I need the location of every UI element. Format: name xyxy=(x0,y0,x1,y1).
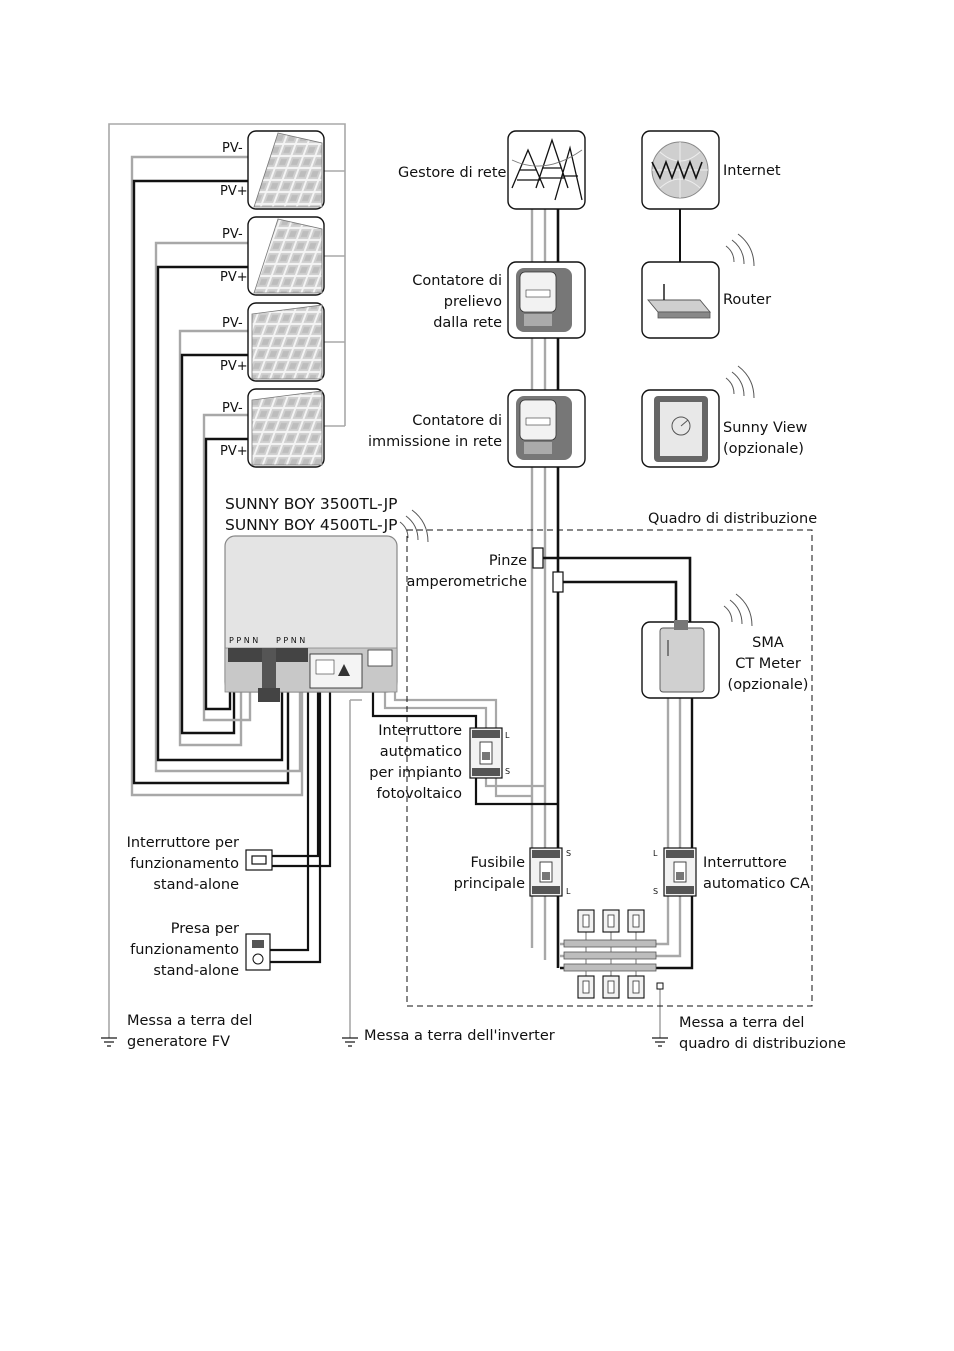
feedin-meter-label-1: Contatore di xyxy=(412,413,502,429)
internet-globe-icon xyxy=(641,130,720,210)
main-fuse-label-1: Fusibile xyxy=(470,855,525,871)
router-icon xyxy=(641,233,755,339)
ct-meter-label-3: (opzionale) xyxy=(728,677,809,693)
ground-pv-label-1: Messa a terra del xyxy=(127,1013,252,1029)
ground-board-label-1: Messa a terra del xyxy=(679,1015,804,1031)
inverter-ac-wires xyxy=(270,668,661,1038)
internet-label: Internet xyxy=(723,163,781,179)
pv-breaker-label-1: Interruttore xyxy=(378,723,462,739)
main-fuse-l-mark: L xyxy=(566,887,571,896)
standalone-socket-icon xyxy=(245,933,271,971)
standalone-switch-icon xyxy=(245,849,273,871)
grid-operator-label: Gestore di rete xyxy=(398,165,507,181)
ground-inverter-label: Messa a terra dell'inverter xyxy=(364,1028,555,1044)
ground-icon-board xyxy=(652,1037,668,1047)
pv-minus-label: PV- xyxy=(222,227,243,242)
ac-breaker-label-1: Interruttore xyxy=(703,855,787,871)
ac-breaker-icon xyxy=(663,847,697,897)
pv-plus-label: PV+ xyxy=(220,444,248,459)
distribution-board-label: Quadro di distribuzione xyxy=(648,511,817,527)
pv-plus-label: PV+ xyxy=(220,359,248,374)
pv-module-2: PV- PV+ xyxy=(220,216,325,296)
main-fuse-label-2: principale xyxy=(454,876,526,892)
pv-breaker-icon xyxy=(469,727,503,779)
pv-module-4: PV- PV+ xyxy=(220,388,325,468)
pv-breaker-l-mark: L xyxy=(505,731,510,740)
ground-icon-pv xyxy=(101,1037,117,1047)
current-clamps-label-2: amperometriche xyxy=(407,574,528,590)
sunny-view-label-1: Sunny View xyxy=(723,420,808,436)
standalone-socket-label-2: funzionamento xyxy=(130,942,239,958)
pv-minus-label: PV- xyxy=(222,316,243,331)
purchase-meter-icon xyxy=(507,261,586,339)
pv-breaker-label-2: automatico xyxy=(380,744,462,760)
standalone-switch-label-1: Interruttore per xyxy=(127,835,239,851)
purchase-meter-label-2: prelievo xyxy=(444,294,502,310)
inverter-wireless-icon xyxy=(399,509,429,543)
dc-terminal-label-2: P P N N xyxy=(276,636,305,645)
ct-meter-label-1: SMA xyxy=(752,635,784,651)
distribution-board-outline xyxy=(406,529,813,1007)
ground-board-label-2: quadro di distribuzione xyxy=(679,1036,846,1052)
pv-breaker-label-3: per impianto xyxy=(369,765,462,781)
ac-breaker-l-mark: L xyxy=(653,849,658,858)
ct-meter-label-2: CT Meter xyxy=(735,656,801,672)
inverter-model-label-1: SUNNY BOY 3500TL-JP xyxy=(225,495,398,513)
standalone-switch-label-3: stand-alone xyxy=(153,877,239,893)
dc-terminal-label-1: P P N N xyxy=(229,636,258,645)
current-clamps-label-1: Pinze xyxy=(489,553,527,569)
grid-operator-icon xyxy=(507,130,586,210)
ground-icon-inverter xyxy=(342,1037,358,1047)
ct-meter-icon xyxy=(641,593,753,699)
purchase-meter-label-3: dalla rete xyxy=(433,315,502,331)
main-fuse-s-mark: S xyxy=(566,849,571,858)
branch-breakers xyxy=(577,909,664,999)
inverter-model-label-2: SUNNY BOY 4500TL-JP xyxy=(225,516,398,534)
feedin-meter-icon xyxy=(507,389,586,468)
standalone-switch-label-2: funzionamento xyxy=(130,856,239,872)
ground-pv-label-2: generatore FV xyxy=(127,1034,230,1050)
pv-breaker-s-mark: S xyxy=(505,767,510,776)
sunny-view-label-2: (opzionale) xyxy=(723,441,804,457)
feedin-meter-label-2: immissione in rete xyxy=(368,434,502,450)
pv-plus-label: PV+ xyxy=(220,184,248,199)
main-fuse-icon xyxy=(529,847,563,897)
busbars xyxy=(563,939,657,972)
current-clamp-icons xyxy=(532,547,564,593)
purchase-meter-label-1: Contatore di xyxy=(412,273,502,289)
pv-minus-label: PV- xyxy=(222,141,243,156)
pv-plus-label: PV+ xyxy=(220,270,248,285)
pv-breaker-label-4: fotovoltaico xyxy=(377,786,463,802)
sunny-view-icon xyxy=(641,365,755,468)
ac-breaker-label-2: automatico CA xyxy=(703,876,810,892)
pv-module-3: PV- PV+ xyxy=(220,302,325,382)
router-label: Router xyxy=(723,292,771,308)
pv-module-1: PV- PV+ xyxy=(220,130,325,210)
inverter-box: P P N N P P N N xyxy=(224,535,398,702)
standalone-socket-label-1: Presa per xyxy=(171,921,239,937)
ac-breaker-s-mark: S xyxy=(653,887,658,896)
pv-ground-wiring xyxy=(108,123,346,1038)
pv-minus-label: PV- xyxy=(222,401,243,416)
standalone-socket-label-3: stand-alone xyxy=(153,963,239,979)
